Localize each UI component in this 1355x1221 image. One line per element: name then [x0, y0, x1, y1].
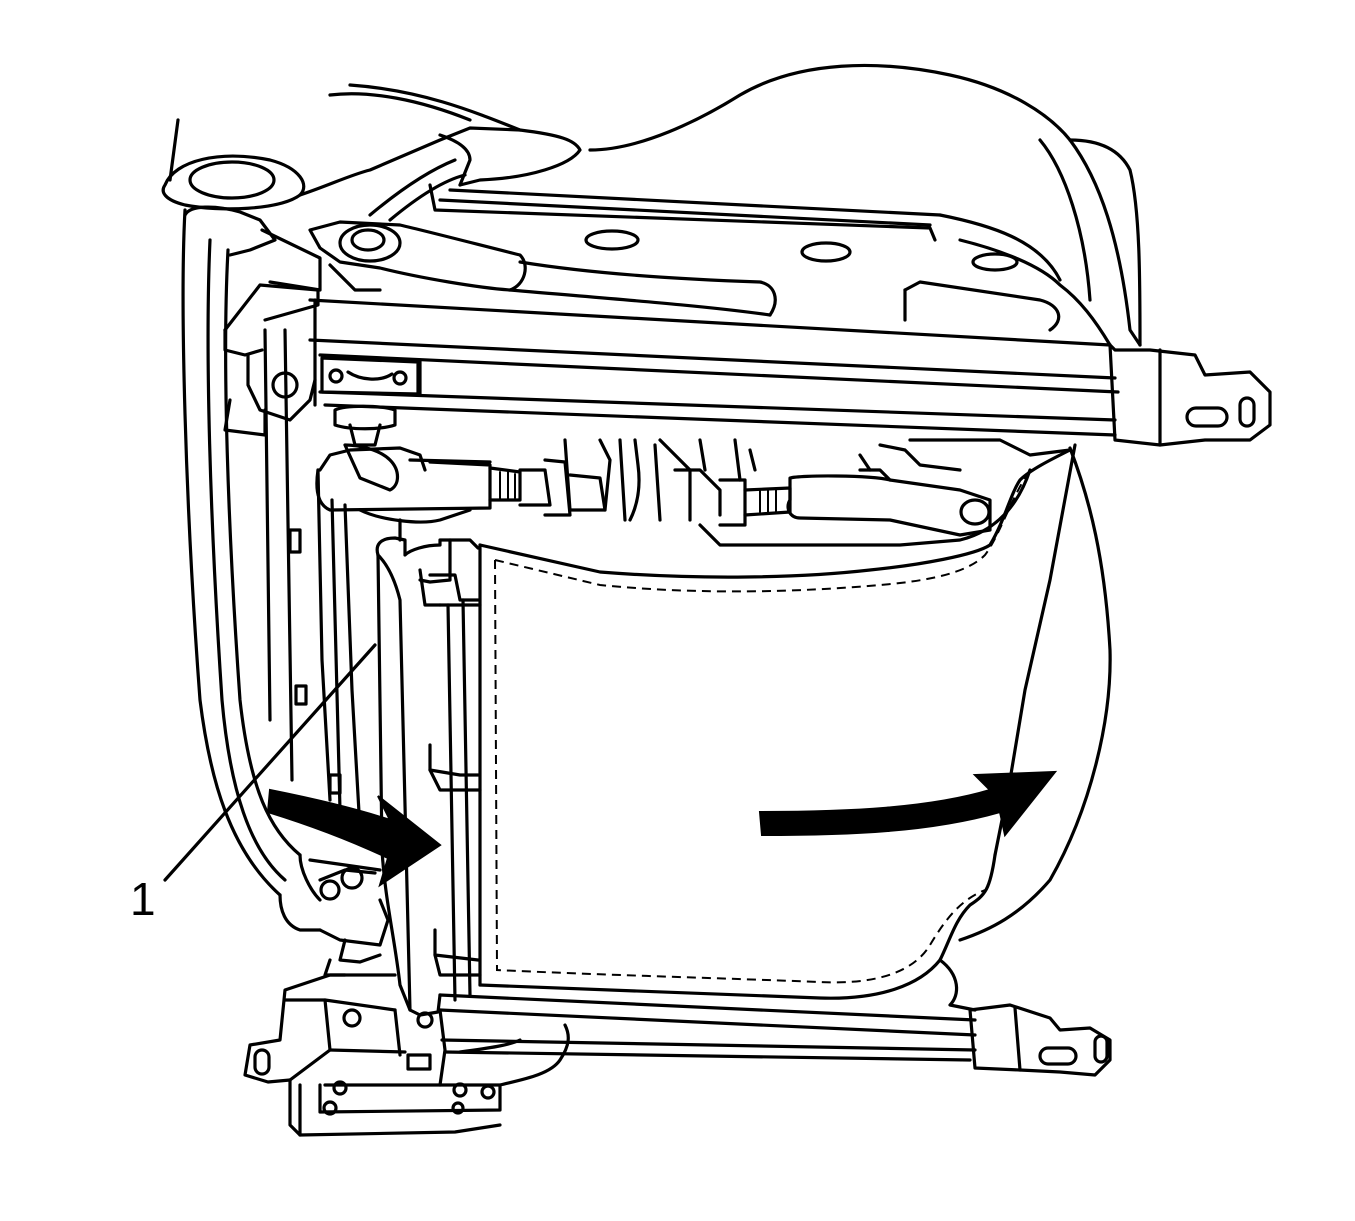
- recliner-mechanism: [315, 404, 1072, 547]
- callout-leader-line: [163, 643, 377, 882]
- lower-seat-frame: [243, 853, 570, 1137]
- curved-arrow-right: [758, 770, 1058, 838]
- trim-retainer-strip: [375, 536, 482, 1017]
- seat-cushion-outline: [588, 63, 1142, 347]
- seat-side-frame-left: [181, 208, 362, 932]
- upper-seat-frame: [161, 83, 1272, 447]
- lower-rail: [438, 958, 1112, 1077]
- curved-arrow-left: [266, 788, 442, 888]
- callout-label-1: 1: [130, 873, 156, 925]
- seat-back-panel: [478, 443, 1112, 1000]
